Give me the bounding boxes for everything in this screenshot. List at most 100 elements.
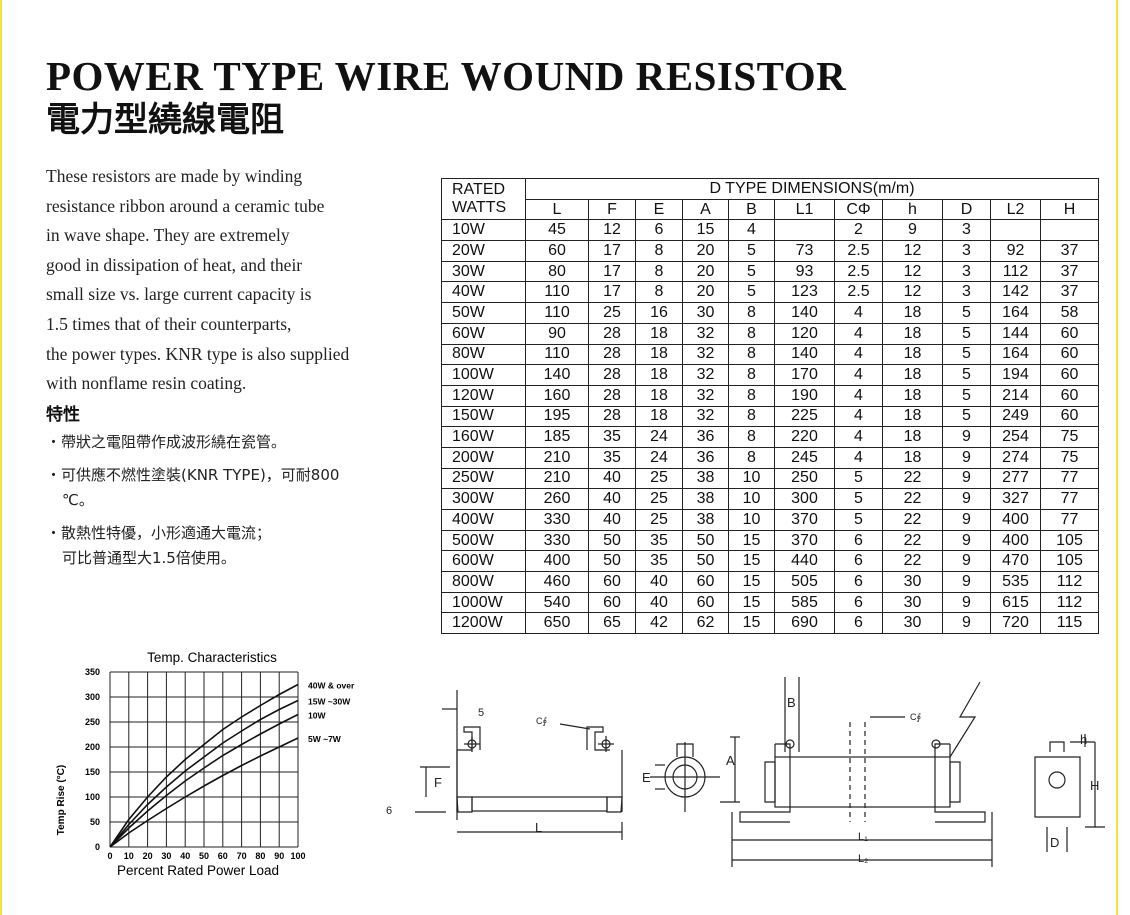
column-header: L1 bbox=[774, 198, 835, 221]
dimension-cell: 9 bbox=[942, 467, 991, 490]
dimension-cell: 4 bbox=[834, 302, 883, 324]
dimension-cell: 40 bbox=[635, 591, 683, 614]
dimension-cell: 22 bbox=[882, 488, 943, 510]
dimension-cell: 40 bbox=[588, 509, 636, 531]
rated-watts-cell: 400W bbox=[441, 509, 526, 531]
dimension-cell: 45 bbox=[525, 219, 589, 242]
dimension-cell: 50 bbox=[588, 529, 636, 552]
dimension-cell: 4 bbox=[728, 219, 775, 242]
dimension-cell: 250 bbox=[774, 467, 835, 490]
dimension-cell: 10 bbox=[728, 509, 775, 531]
column-header: L bbox=[525, 198, 589, 221]
chart-grid bbox=[109, 671, 299, 848]
dimension-cell: 6 bbox=[834, 612, 883, 635]
column-header: H bbox=[1040, 198, 1099, 221]
feature-item-continued: 可比普通型大1.5倍使用。 bbox=[62, 549, 236, 567]
dimension-cell: 460 bbox=[525, 571, 589, 593]
dimension-cell: 35 bbox=[635, 550, 683, 573]
leader bbox=[559, 723, 591, 730]
series-line bbox=[109, 683, 299, 848]
dimension-cell: 9 bbox=[942, 446, 991, 469]
x-tick-label: 100 bbox=[290, 851, 305, 861]
label-e: E bbox=[642, 770, 651, 785]
dimension-cell bbox=[1040, 219, 1099, 242]
dimension-cell: 5 bbox=[834, 509, 883, 531]
dimension-cell: 6 bbox=[635, 219, 683, 242]
dimension-cell: 28 bbox=[588, 405, 636, 428]
dimension-cell: 60 bbox=[682, 571, 729, 593]
rated-watts-cell: 200W bbox=[441, 446, 526, 469]
intro-line: small size vs. large current capacity is bbox=[46, 284, 312, 305]
dimension-cell: 690 bbox=[774, 612, 835, 635]
series-label: 5W ~7W bbox=[308, 734, 342, 744]
dimension-cell: 5 bbox=[728, 240, 775, 262]
dimension-cell: 112 bbox=[1040, 591, 1099, 614]
rated-watts-cell: 20W bbox=[441, 240, 526, 262]
dimension-cell: 195 bbox=[525, 405, 589, 428]
dimension-cell: 8 bbox=[728, 343, 775, 366]
dimension-cell: 37 bbox=[1040, 260, 1099, 283]
column-header: h bbox=[882, 198, 943, 221]
dimension-cell: 9 bbox=[882, 219, 943, 242]
series-label: 10W bbox=[308, 711, 326, 721]
dimension-cell: 36 bbox=[682, 426, 729, 448]
dimension-cell: 50 bbox=[588, 550, 636, 573]
rated-watts-cell: 10W bbox=[441, 219, 526, 242]
dimension-cell: 2 bbox=[834, 219, 883, 242]
dimension-cell: 140 bbox=[774, 343, 835, 366]
dimension-cell: 112 bbox=[990, 260, 1041, 283]
dimension-cell: 37 bbox=[1040, 240, 1099, 262]
dimension-cell: 5 bbox=[942, 384, 991, 407]
dimension-cell: 585 bbox=[774, 591, 835, 614]
y-tick-label: 200 bbox=[85, 742, 100, 752]
watts-label: WATTS bbox=[452, 199, 507, 217]
dimension-cell: 274 bbox=[990, 446, 1041, 469]
feature-item: ・可供應不燃性塗裝(KNR TYPE)，可耐800 bbox=[46, 466, 340, 484]
dimension-cell: 32 bbox=[682, 384, 729, 407]
chart-xlabel: Percent Rated Power Load bbox=[117, 863, 279, 878]
rated-watts-cell: 100W bbox=[441, 364, 526, 386]
dimension-cell: 370 bbox=[774, 529, 835, 552]
dimension-cell: 2.5 bbox=[834, 240, 883, 262]
dimension-cell: 505 bbox=[774, 571, 835, 593]
end-hole bbox=[1048, 771, 1066, 789]
dimension-cell: 2.5 bbox=[834, 260, 883, 283]
dimension-cell: 8 bbox=[635, 260, 683, 283]
bracket-left-front bbox=[739, 743, 791, 823]
label-5: 5 bbox=[478, 707, 484, 719]
dimension-cell: 17 bbox=[588, 281, 636, 304]
dimension-cell: 8 bbox=[728, 322, 775, 345]
dimension-cell: 6 bbox=[834, 591, 883, 614]
dimension-drawing: 5 C∮ F 6 L E A B C∮ L₁ L₂ h H D bbox=[386, 677, 1105, 867]
dimension-cell: 32 bbox=[682, 364, 729, 386]
y-tick-label: 300 bbox=[85, 692, 100, 702]
rated-watts-cell: 250W bbox=[441, 467, 526, 490]
dimension-cell: 73 bbox=[774, 240, 835, 262]
dimension-cell: 4 bbox=[834, 405, 883, 428]
dimension-cell: 18 bbox=[882, 343, 943, 366]
rated-watts-cell: 80W bbox=[441, 343, 526, 366]
rated-watts-header: RATED WATTS bbox=[441, 177, 526, 221]
dimension-cell: 18 bbox=[882, 384, 943, 407]
dimension-cell: 24 bbox=[635, 446, 683, 469]
dimension-cell: 18 bbox=[635, 384, 683, 407]
dimension-cell: 3 bbox=[942, 260, 991, 283]
dimension-cell: 535 bbox=[990, 571, 1041, 593]
end-body bbox=[1034, 756, 1081, 818]
dimension-cell: 5 bbox=[942, 405, 991, 428]
dimension-cell: 15 bbox=[728, 529, 775, 552]
dimension-cell: 15 bbox=[728, 612, 775, 635]
dimension-cell: 18 bbox=[635, 322, 683, 345]
dimension-cell: 24 bbox=[635, 426, 683, 448]
dimension-cell: 5 bbox=[942, 343, 991, 366]
dimension-cell: 20 bbox=[682, 260, 729, 283]
series-line bbox=[109, 699, 299, 848]
dimension-cell: 3 bbox=[942, 281, 991, 304]
